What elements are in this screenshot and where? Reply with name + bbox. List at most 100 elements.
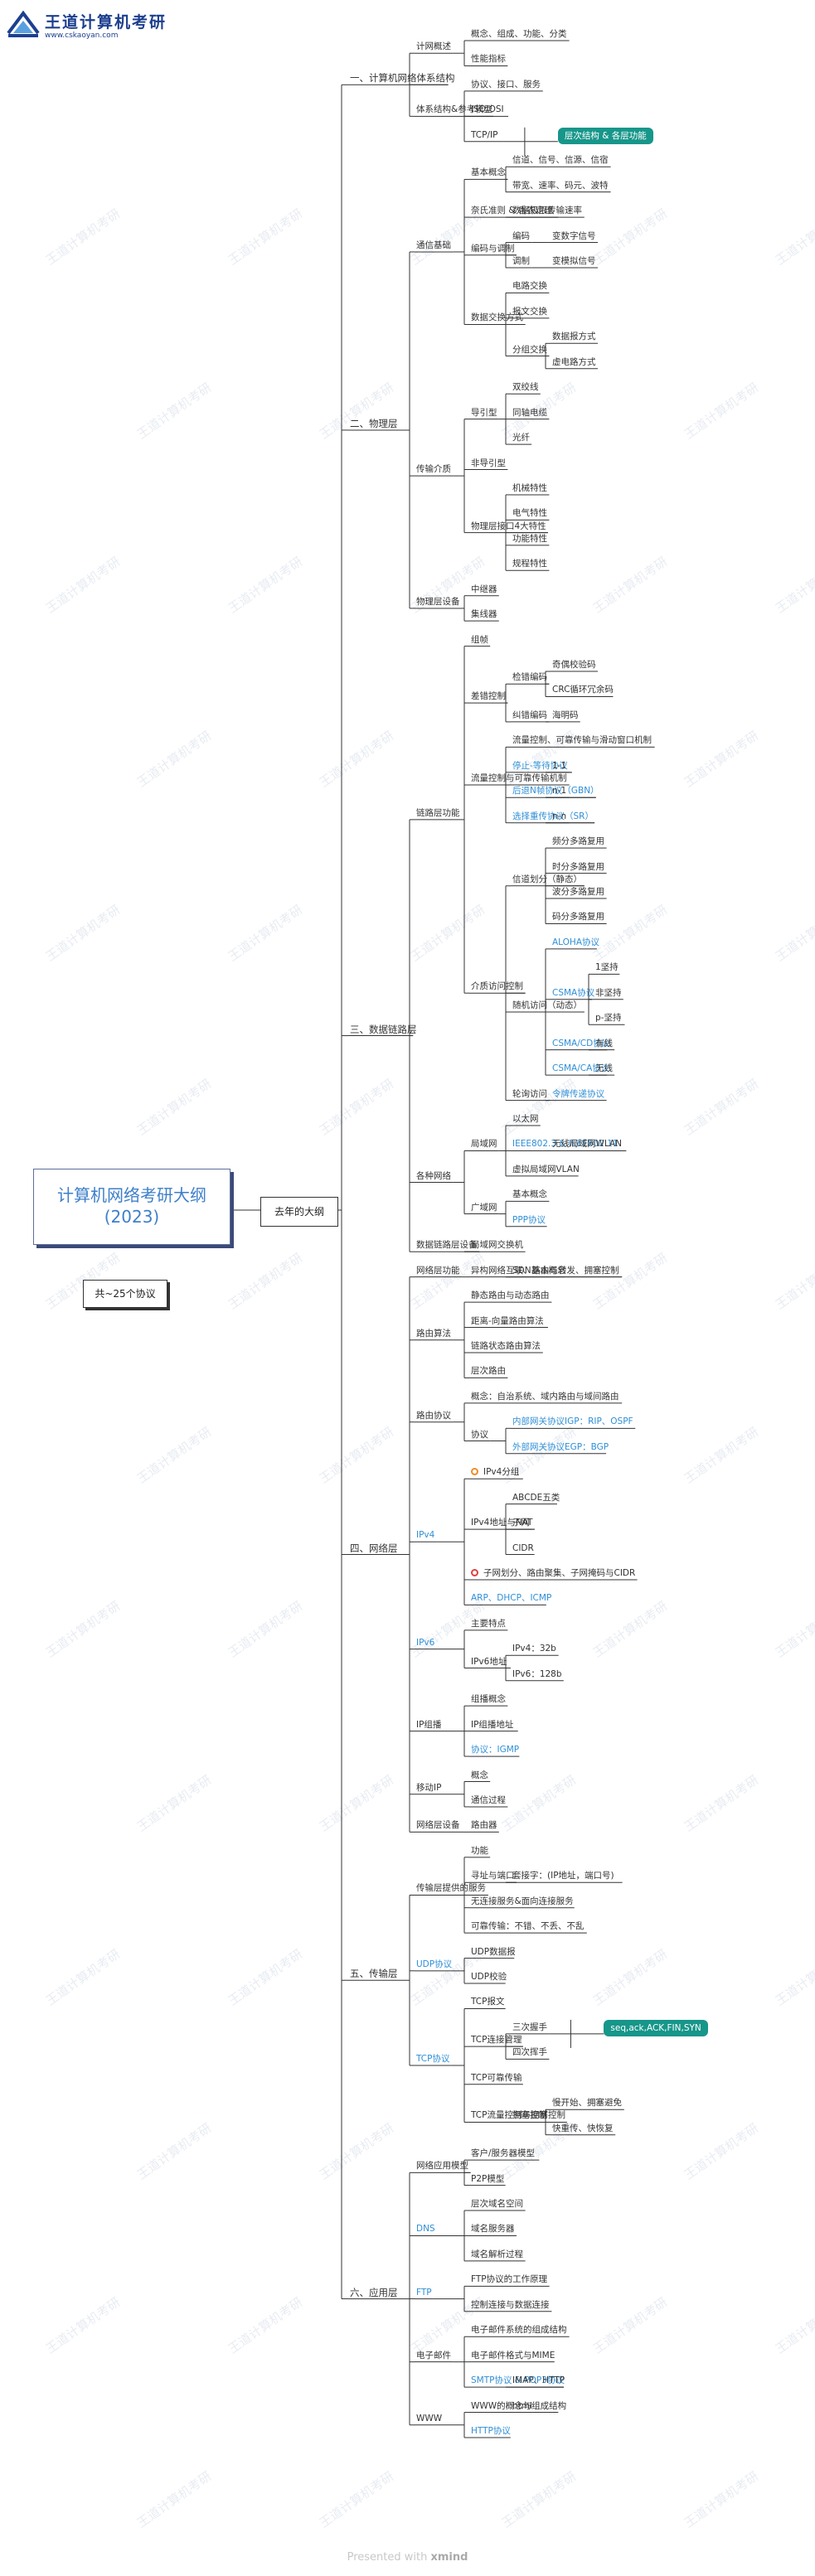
leaf-node[interactable]: 海明码 [552,709,579,721]
leaf-node[interactable]: 性能指标 [471,53,506,65]
leaf-node[interactable]: 有线 [595,1038,613,1049]
leaf-node[interactable]: 令牌传递协议 [552,1088,604,1100]
leaf-node[interactable]: 内部网关协议IGP：RIP、OSPF [512,1416,633,1427]
topic-node[interactable]: 分组交换 [512,344,547,356]
topic-node[interactable]: 数据链路层设备 [416,1239,478,1251]
topic-node[interactable]: 路由算法 [416,1328,451,1339]
topic-node[interactable]: 信道划分（静态） [512,874,582,885]
leaf-node[interactable]: 主要特点 [471,1618,506,1629]
leaf-node[interactable]: 套接字：(IP地址，端口号) [512,1870,614,1881]
topic-node[interactable]: 纠错编码 [512,709,547,721]
topic-node[interactable]: 协议 [471,1429,488,1441]
topic-node[interactable]: TCP流量控制与拥塞控制 [471,2109,565,2121]
topic-node[interactable]: 路由协议 [416,1410,451,1421]
leaf-node[interactable]: 基本概念 [512,1189,547,1200]
leaf-node[interactable]: CIDR [512,1542,534,1554]
branch-node[interactable]: 六、应用层 [350,2287,398,2298]
leaf-node[interactable]: 静态路由与动态路由 [471,1290,550,1301]
root-node[interactable]: 计算机网络考研大纲 (2023) [33,1169,230,1245]
leaf-node[interactable]: 概念、组成、功能、分类 [471,28,567,40]
callout-badge[interactable]: 层次结构 & 各层功能 [557,127,653,144]
topic-node[interactable]: 轮询访问 [512,1088,547,1100]
leaf-node[interactable]: TCP可靠传输 [471,2072,522,2084]
leaf-node[interactable]: 信道、信号、信源、信宿 [512,154,609,166]
topic-node[interactable]: 调制 [512,255,530,267]
topic-node[interactable]: FTP [416,2287,432,2298]
leaf-node[interactable]: 四次挥手 [512,2046,547,2058]
topic-node[interactable]: 链路层功能 [416,807,460,819]
branch-node[interactable]: 四、网络层 [350,1542,398,1554]
topic-node[interactable]: 导引型 [471,407,497,419]
leaf-node[interactable]: 协议：IGMP [471,1744,519,1755]
leaf-node[interactable]: 变数字信号 [552,230,596,242]
leaf-node[interactable]: TCP报文 [471,1996,504,2007]
topic-node[interactable]: 计网概述 [416,41,451,52]
leaf-node[interactable]: 无连接服务&面向连接服务 [471,1896,574,1907]
topic-node[interactable]: 选择重传协议（SR） [512,811,594,822]
topic-node[interactable]: 差错控制 [471,690,506,702]
topic-node[interactable]: 介质访问控制 [471,981,523,992]
topic-node[interactable]: 编码 [512,230,530,242]
topic-node[interactable]: IP组播 [416,1719,441,1731]
leaf-node[interactable]: 虚电路方式 [552,356,596,368]
leaf-node[interactable]: 变模拟信号 [552,255,596,267]
topic-node[interactable]: 数据交换方式 [471,312,523,323]
topic-node[interactable]: 网络应用模型 [416,2160,468,2172]
leaf-node[interactable]: 层次路由 [471,1365,506,1377]
leaf-node[interactable]: 集线器 [471,608,497,620]
topic-node[interactable]: CSMA/CA协议 [552,1063,609,1074]
leaf-node[interactable]: 三次握手 [512,2022,547,2033]
leaf-node[interactable]: HTTP协议 [471,2425,511,2437]
leaf-node[interactable]: 带宽、速率、码元、波特 [512,180,609,191]
topic-node[interactable]: CSMA/CD协议 [552,1038,610,1049]
topic-node[interactable]: 随机访问（动态） [512,1000,582,1011]
leaf-node[interactable]: 域名服务器 [471,2223,515,2235]
leaf-node[interactable]: 通信过程 [471,1794,506,1806]
leaf-node[interactable]: IPv4分组 [471,1466,519,1478]
leaf-node[interactable]: 频分多路复用 [552,835,604,847]
leaf-node[interactable]: 无线局域网WLAN [552,1138,622,1150]
leaf-node[interactable]: 局域网交换机 [471,1239,523,1251]
topic-node[interactable]: 后退N帧协议（GBN） [512,785,599,797]
leaf-node[interactable]: 中继器 [471,583,497,595]
leaf-node[interactable]: 电路交换 [512,280,547,292]
topic-node[interactable]: 局域网 [471,1138,497,1150]
leaf-node[interactable]: 1坚持 [595,961,619,973]
topic-node[interactable]: 检错编码 [512,671,547,683]
topic-node[interactable]: 通信基础 [416,240,451,251]
leaf-node[interactable]: UDP校验 [471,1971,507,1983]
leaf-node[interactable]: IPv4：32b [512,1643,556,1654]
leaf-node[interactable]: 电子邮件系统的组成结构 [471,2324,567,2336]
leaf-node[interactable]: 距离-向量路由算法 [471,1315,544,1327]
leaf-node[interactable]: 域名解析过程 [471,2249,523,2260]
leaf-node[interactable]: 电子邮件格式与MIME [471,2350,555,2361]
leaf-node[interactable]: 链路状态路由算法 [471,1340,541,1352]
topic-node[interactable]: 基本概念 [471,167,506,178]
topic-node[interactable]: 网络层设备 [416,1819,460,1831]
leaf-node[interactable]: 以太网 [512,1113,539,1125]
leaf-node[interactable]: 路由器 [471,1819,497,1831]
topic-node[interactable]: 拥塞控制 [512,2109,547,2121]
leaf-node[interactable]: 数据极限传输速率 [512,205,582,216]
branch-node[interactable]: 一、计算机网络体系结构 [350,72,455,84]
leaf-node[interactable]: n-1 [552,785,566,797]
topic-node[interactable]: IPv6 [416,1637,434,1649]
leaf-node[interactable]: 快重传、快恢复 [552,2123,614,2134]
leaf-node[interactable]: 可靠传输：不错、不丢、不乱 [471,1920,585,1932]
leaf-node[interactable]: UDP数据报 [471,1946,516,1958]
leaf-node[interactable]: 非导引型 [471,458,506,469]
leaf-node[interactable]: CRC循环冗余码 [552,684,614,695]
topic-node[interactable]: 电子邮件 [416,2350,451,2361]
leaf-node[interactable]: P2P模型 [471,2173,504,2185]
leaf-node[interactable]: 流量控制、可靠传输与滑动窗口机制 [512,734,652,746]
leaf-node[interactable]: 概念：自治系统、域内路由与域间路由 [471,1391,619,1402]
leaf-node[interactable]: 1-1 [552,760,566,772]
leaf-node[interactable]: 波分多路复用 [552,886,604,898]
topic-node[interactable]: UDP协议 [416,1959,452,1970]
topic-node[interactable]: CSMA协议 [552,987,594,999]
leaf-node[interactable]: ALOHA协议 [552,937,599,948]
leaf-node[interactable]: 客户/服务器模型 [471,2147,535,2159]
leaf-node[interactable]: 功能特性 [512,533,547,545]
topic-node[interactable]: 停止-等待协议 [512,760,568,772]
leaf-node[interactable]: 组播概念 [471,1693,506,1705]
